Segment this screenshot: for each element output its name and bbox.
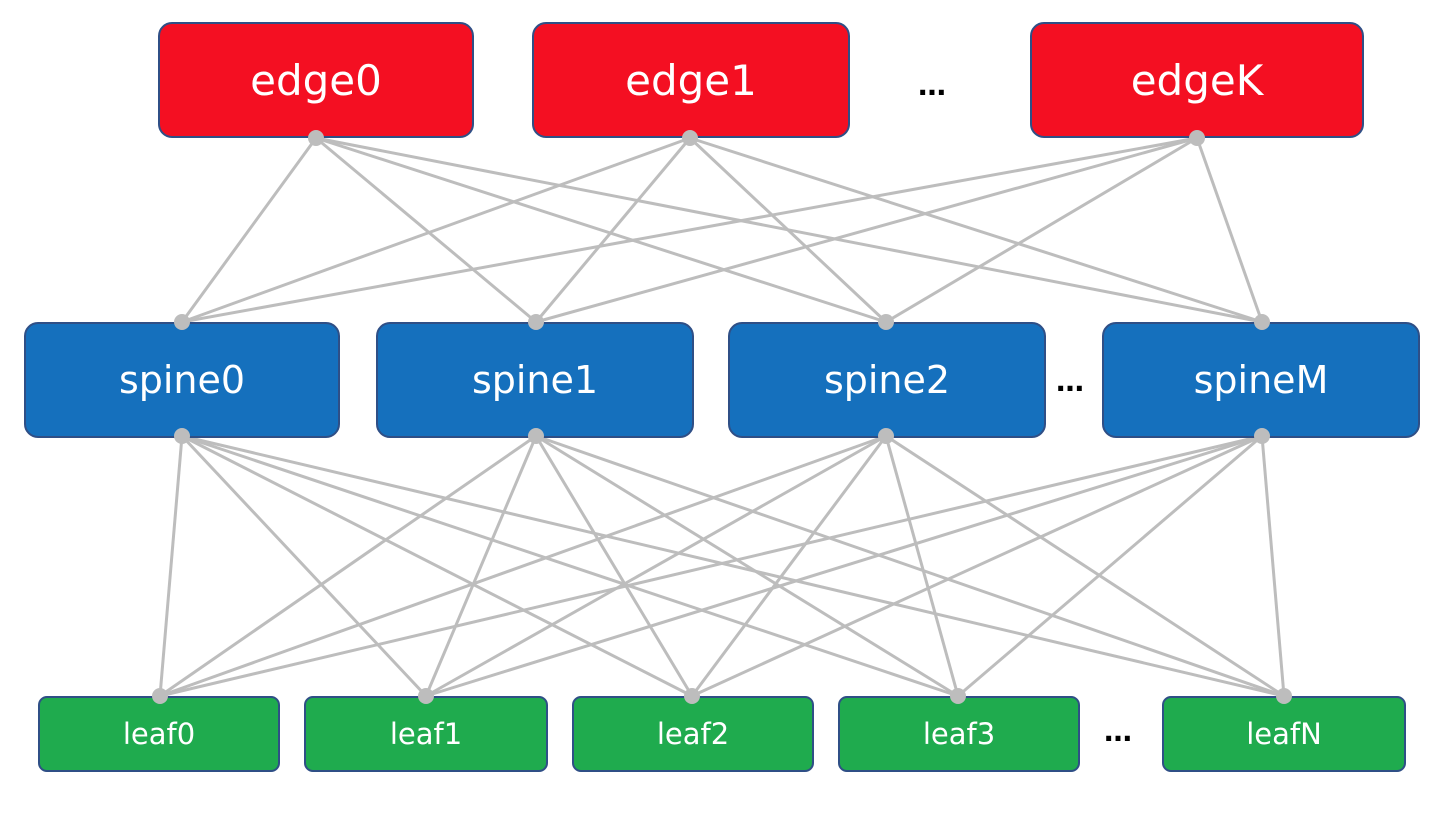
edge-spine-link-1-1 [534, 137, 692, 323]
spine-leaf-link-0-2 [181, 434, 693, 698]
edge-port-dot-0 [308, 130, 324, 146]
spine-ellipsis: … [1056, 365, 1084, 398]
leaf-port-dot-1 [418, 688, 434, 704]
leaf-node-3[interactable]: leaf3 [838, 696, 1080, 772]
spine-bottom-port-dot-2 [878, 428, 894, 444]
leaf-port-dot-0 [152, 688, 168, 704]
edge-port-dot-1 [682, 130, 698, 146]
leaf-node-0[interactable]: leaf0 [38, 696, 280, 772]
spine-node-0[interactable]: spine0 [24, 322, 340, 438]
spine-node-m[interactable]: spineM [1102, 322, 1420, 438]
spine-bottom-port-dot-1 [528, 428, 544, 444]
spine-leaf-link-3-0 [159, 434, 1263, 698]
leaf-port-dot-2 [684, 688, 700, 704]
spine-leaf-link-2-0 [159, 434, 887, 698]
edge-node-0[interactable]: edge0 [158, 22, 474, 138]
spine-leaf-link-3-3 [957, 434, 1263, 698]
edge-node-1[interactable]: edge1 [532, 22, 850, 138]
spine-leaf-link-1-0 [159, 434, 537, 698]
leaf-port-dot-4 [1276, 688, 1292, 704]
spine-leaf-link-1-1 [424, 435, 538, 697]
spine-leaf-link-3-4 [1260, 435, 1286, 697]
spine-top-port-dot-0 [174, 314, 190, 330]
spine-node-1[interactable]: spine1 [376, 322, 694, 438]
spine-leaf-link-2-3 [884, 435, 960, 697]
spine-top-port-dot-3 [1254, 314, 1270, 330]
edge-spine-link-2-2 [885, 136, 1198, 324]
spine-leaf-link-3-1 [425, 434, 1263, 698]
spine-leaf-link-2-1 [425, 434, 887, 698]
leaf-port-dot-3 [950, 688, 966, 704]
edge-spine-link-2-0 [181, 136, 1198, 324]
leaf-node-1[interactable]: leaf1 [304, 696, 548, 772]
spine-leaf-link-1-3 [535, 434, 959, 698]
spine-leaf-link-2-2 [690, 435, 888, 697]
spine-leaf-link-3-2 [691, 434, 1263, 698]
spine-top-port-dot-2 [878, 314, 894, 330]
leaf-node-2[interactable]: leaf2 [572, 696, 814, 772]
spine-bottom-port-dot-3 [1254, 428, 1270, 444]
spine-leaf-link-1-2 [534, 435, 694, 697]
leaf-ellipsis: … [1104, 715, 1132, 748]
spine-node-2[interactable]: spine2 [728, 322, 1046, 438]
edge-port-dot-2 [1189, 130, 1205, 146]
spine-leaf-link-1-4 [535, 434, 1285, 698]
edge-ellipsis: … [918, 69, 946, 102]
edge-spine-link-0-2 [315, 136, 887, 324]
edge-spine-link-2-3 [1195, 137, 1264, 323]
spine-leaf-link-0-1 [180, 434, 428, 698]
edge-spine-link-1-2 [688, 136, 888, 324]
leaf-node-n[interactable]: leafN [1162, 696, 1406, 772]
spine-top-port-dot-1 [528, 314, 544, 330]
edge-spine-link-2-1 [535, 136, 1198, 324]
edge-spine-link-1-0 [181, 136, 691, 324]
edge-spine-link-0-1 [315, 136, 537, 324]
edge-node-k[interactable]: edgeK [1030, 22, 1364, 138]
spine-bottom-port-dot-0 [174, 428, 190, 444]
spine-leaf-link-0-0 [158, 435, 184, 697]
edge-spine-link-1-3 [689, 136, 1263, 324]
spine-leaf-link-0-3 [181, 434, 959, 698]
spine-leaf-link-2-4 [885, 434, 1285, 698]
spine-leaf-link-0-4 [181, 434, 1285, 698]
edge-spine-link-0-0 [180, 137, 318, 323]
